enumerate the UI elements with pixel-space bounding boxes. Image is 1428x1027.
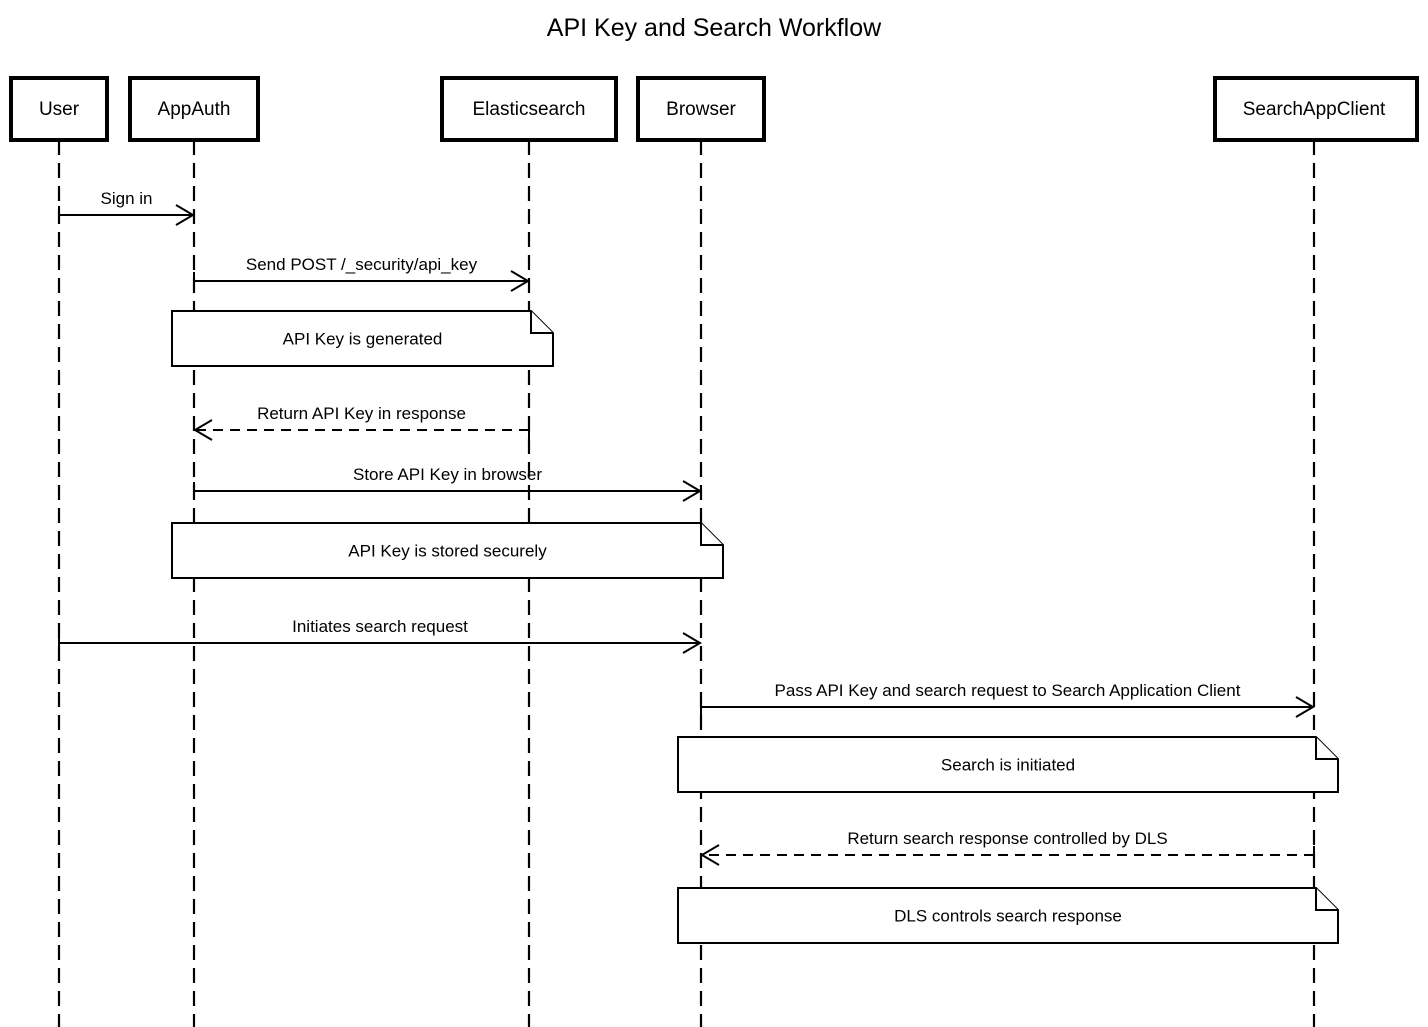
message-label-m4: Store API Key in browser [353, 465, 542, 484]
participant-searchapp[interactable]: SearchAppClient [1213, 76, 1419, 142]
participant-label-searchapp: SearchAppClient [1243, 99, 1386, 120]
message-label-m3: Return API Key in response [257, 404, 466, 423]
participant-label-elastic: Elasticsearch [473, 99, 586, 120]
message-m3: Return API Key in response [193, 404, 530, 441]
note-n3: Search is initiated [677, 736, 1339, 793]
participant-user[interactable]: User [9, 76, 109, 142]
message-m2: Send POST /_security/api_key [193, 255, 530, 292]
message-arrowhead-m3 [193, 419, 213, 441]
message-label-m6: Pass API Key and search request to Searc… [775, 681, 1241, 700]
message-arrowhead-m2 [510, 270, 530, 292]
note-body-n2 [171, 522, 724, 579]
message-arrowhead-m1 [175, 204, 195, 226]
note-label-n4: DLS controls search response [894, 907, 1122, 926]
note-label-n1: API Key is generated [283, 330, 443, 349]
message-m6: Pass API Key and search request to Searc… [700, 681, 1315, 718]
note-fold-n2 [700, 523, 723, 546]
note-body-n4 [677, 887, 1339, 944]
participant-label-user: User [39, 99, 80, 120]
participants-group: User AppAuth Elasticsearch Browser SearchApp… [9, 76, 1419, 142]
note-label-n2: API Key is stored securely [348, 542, 547, 561]
message-m5: Initiates search request [58, 617, 702, 654]
participant-label-browser: Browser [666, 99, 736, 120]
message-m1: Sign in [58, 189, 195, 226]
participant-box-searchapp [1213, 76, 1419, 142]
participant-browser[interactable]: Browser [636, 76, 766, 142]
note-n1: API Key is generated [171, 310, 554, 367]
note-body-n3 [677, 736, 1339, 793]
participant-label-appauth: AppAuth [158, 99, 231, 120]
participant-box-elastic [440, 76, 618, 142]
message-label-m1: Sign in [101, 189, 153, 208]
message-arrowhead-m6 [1295, 696, 1315, 718]
message-label-m2: Send POST /_security/api_key [246, 255, 478, 274]
participant-elastic[interactable]: Elasticsearch [440, 76, 618, 142]
message-m4: Store API Key in browser [193, 465, 702, 502]
note-n4: DLS controls search response [677, 887, 1339, 944]
note-body-n1 [171, 310, 554, 367]
participant-box-browser [636, 76, 766, 142]
note-fold-n4 [1315, 888, 1338, 911]
message-arrowhead-m5 [682, 632, 702, 654]
message-label-m5: Initiates search request [292, 617, 468, 636]
message-arrowhead-m4 [682, 480, 702, 502]
message-arrowhead-m7 [700, 844, 720, 866]
participant-appauth[interactable]: AppAuth [128, 76, 260, 142]
note-n2: API Key is stored securely [171, 522, 724, 579]
note-fold-n1 [530, 311, 553, 334]
message-label-m7: Return search response controlled by DLS [847, 829, 1167, 848]
message-m7: Return search response controlled by DLS [700, 829, 1315, 866]
participant-box-user [9, 76, 109, 142]
note-label-n3: Search is initiated [941, 756, 1075, 775]
page-title: API Key and Search Workflow [547, 14, 882, 42]
participant-box-appauth [128, 76, 260, 142]
note-fold-n3 [1315, 737, 1338, 760]
messages-group: Sign in Send POST /_security/api_keyRetur… [58, 189, 1315, 866]
